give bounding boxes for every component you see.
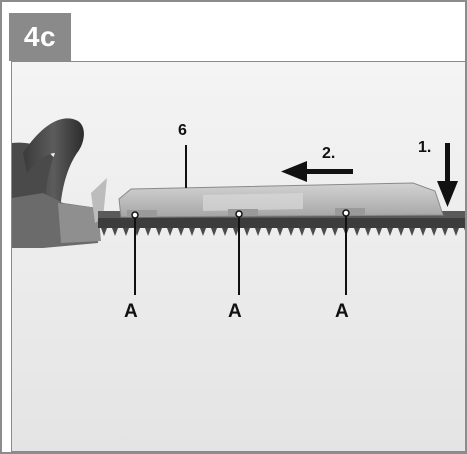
figure-badge: 4c [9, 13, 71, 61]
blade-tooth [365, 228, 371, 236]
blade-tooth [189, 228, 195, 236]
step-label-2: 2. [322, 145, 336, 162]
blade-tooth [101, 228, 107, 236]
blade-tooth [222, 228, 228, 236]
blade-guard [118, 182, 444, 218]
blade-tooth [112, 228, 118, 236]
blade-tooth [156, 228, 162, 236]
arrow-down-icon [437, 143, 458, 207]
blade-tooth [354, 228, 360, 236]
blade-tooth [332, 228, 338, 236]
blade-tooth [233, 228, 239, 236]
blade-tooth [464, 228, 465, 231]
blade-tooth [288, 228, 294, 236]
blade-tooth [409, 228, 415, 236]
blade-tooth [277, 228, 283, 236]
blade-tooth [200, 228, 206, 236]
blade-tooth [420, 228, 426, 236]
blade-tooth [376, 228, 382, 236]
blade-tooth [244, 228, 250, 236]
blade-tooth [266, 228, 272, 236]
trimmer-handle [12, 118, 107, 248]
blade-tooth [310, 228, 316, 236]
blade-tooth [255, 228, 261, 236]
part-label-6: 6 [178, 122, 187, 139]
point-label-a: A [124, 301, 138, 322]
blade-tooth [387, 228, 393, 236]
blade-tooth [123, 228, 129, 236]
blade-tooth [178, 228, 184, 236]
arrow-left-icon [281, 161, 353, 182]
blade-tooth [299, 228, 305, 236]
blade-tooth [145, 228, 151, 236]
blade-tooth [431, 228, 437, 236]
blade-tooth [167, 228, 173, 236]
blade-tooth [398, 228, 404, 236]
point-label-a: A [335, 301, 349, 322]
leader-lines [134, 145, 347, 295]
hedge-trimmer-illustration [12, 62, 465, 451]
blade-tooth [453, 228, 459, 236]
photo-area [11, 61, 465, 452]
step-label-1: 1. [418, 139, 432, 156]
blade-tooth [211, 228, 217, 236]
blade-tooth [321, 228, 327, 236]
point-label-a: A [228, 301, 242, 322]
blade-tooth [442, 228, 448, 236]
